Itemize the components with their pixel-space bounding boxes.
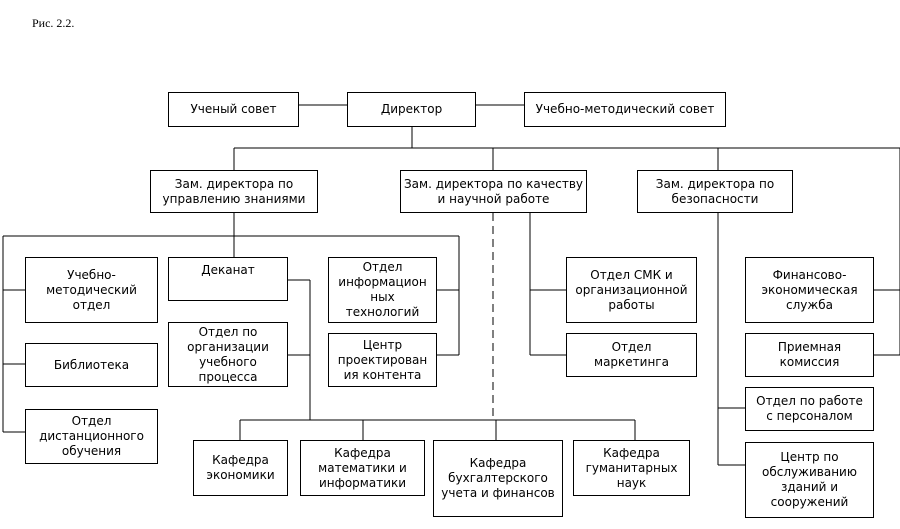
node-academic-council: Ученый совет (168, 92, 299, 127)
node-deputy-knowledge: Зам. директора по управлению знаниями (150, 170, 318, 213)
node-chair-math-it: Кафедра математики и информатики (300, 440, 425, 496)
node-director: Директор (347, 92, 476, 127)
node-it-dept: Отдел информацион ных технологий (328, 257, 437, 323)
node-facilities-center: Центр по обслуживанию зданий и сооружени… (745, 442, 874, 518)
node-smk-dept: Отдел СМК и организационной работы (566, 257, 697, 323)
node-library: Библиотека (25, 343, 158, 387)
node-distance-dept: Отдел дистанционного обучения (25, 409, 158, 464)
node-deputy-security: Зам. директора по безопасности (637, 170, 793, 213)
node-hr-dept: Отдел по работе с персоналом (745, 387, 874, 431)
node-content-center: Центр проектирован ия контента (328, 333, 437, 387)
node-finance-service: Финансово- экономическая служба (745, 257, 874, 323)
figure-caption: Рис. 2.2. (32, 16, 75, 30)
node-deanery: Деканат (168, 257, 288, 301)
node-chair-economics: Кафедра экономики (193, 440, 288, 496)
node-admission-committee: Приемная комиссия (745, 333, 874, 377)
node-methodical-council: Учебно-методический совет (524, 92, 726, 127)
node-chair-humanities: Кафедра гуманитарных наук (573, 440, 690, 496)
node-study-process-dept: Отдел по организации учебного процесса (168, 322, 288, 387)
node-marketing-dept: Отдел маркетинга (566, 333, 697, 377)
node-methodical-dept: Учебно- методический отдел (25, 257, 158, 323)
node-deputy-quality: Зам. директора по качеству и научной раб… (400, 170, 587, 213)
node-chair-accounting: Кафедра бухгалтерского учета и финансов (433, 440, 563, 517)
